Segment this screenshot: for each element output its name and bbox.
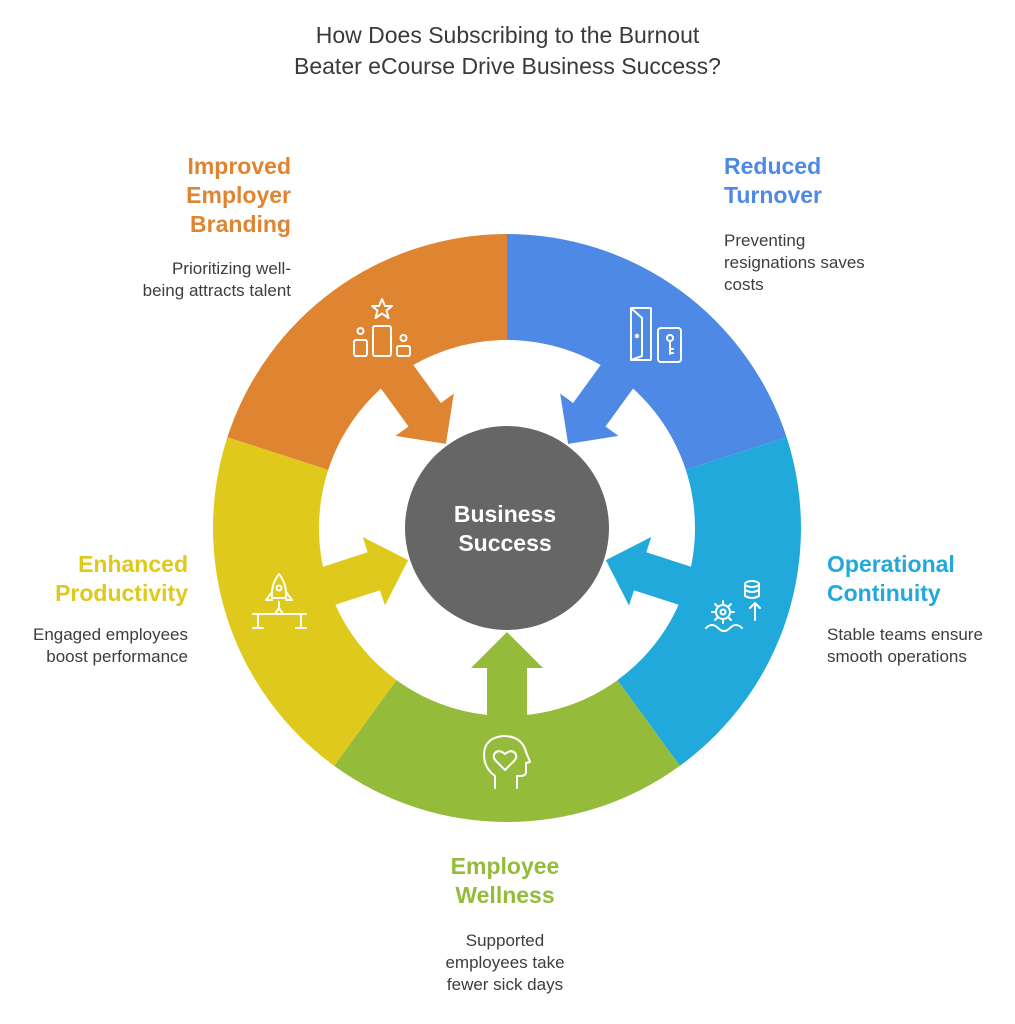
center-circle — [405, 426, 609, 630]
arrow-employee-wellness — [471, 632, 543, 728]
segments-layer — [213, 234, 802, 822]
star-podium-icon — [353, 298, 411, 357]
heading-enhanced-productivity: Enhanced Productivity — [55, 551, 188, 606]
arrows-layer — [310, 354, 704, 728]
arrow-operational-continuity — [605, 537, 704, 609]
segment-enhanced-productivity — [213, 437, 397, 766]
segment-operational-continuity — [617, 437, 802, 766]
heading-operational-continuity: Operational Continuity — [827, 551, 955, 606]
arrow-enhanced-productivity — [310, 537, 409, 609]
title-line-1: How Does Subscribing to the Burnout — [315, 22, 700, 48]
door-key-icon — [630, 307, 682, 363]
description-improved-employer-branding: Prioritizing well- being attracts talent — [142, 259, 291, 300]
arrow-reduced-turnover — [560, 354, 641, 444]
title-line-2: Beater eCourse Drive Business Success? — [294, 53, 721, 79]
heart-head-icon — [483, 735, 531, 789]
segment-reduced-turnover — [507, 234, 787, 470]
diagram-title: How Does Subscribing to the Burnout Beat… — [0, 20, 1015, 82]
arrow-improved-employer-branding — [373, 354, 454, 444]
heading-employee-wellness: Employee Wellness — [450, 853, 560, 908]
center-label-line-1: Business — [454, 501, 556, 527]
heading-reduced-turnover: Reduced Turnover — [724, 153, 822, 208]
gear-database-icon — [705, 580, 761, 632]
description-reduced-turnover: Preventing resignations saves costs — [724, 231, 865, 294]
heading-improved-employer-branding: Improved Employer Branding — [186, 153, 291, 237]
rocket-icon — [252, 573, 307, 629]
description-enhanced-productivity: Engaged employees boost performance — [32, 625, 188, 666]
center-label-line-2: Success — [458, 530, 551, 556]
description-operational-continuity: Stable teams ensure smooth operations — [827, 625, 983, 666]
segment-employee-wellness — [334, 680, 680, 822]
description-employee-wellness: Supported employees take fewer sick days — [445, 931, 565, 994]
